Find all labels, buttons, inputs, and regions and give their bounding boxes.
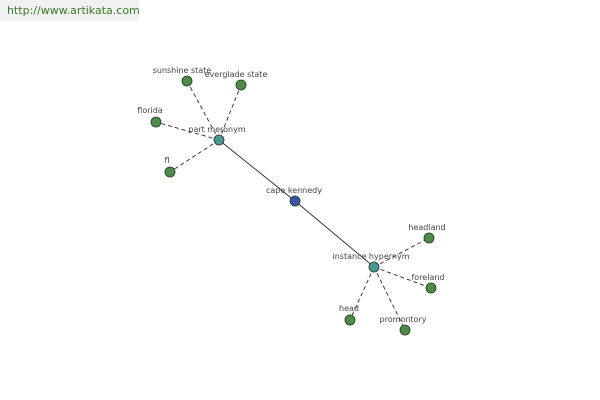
node-everglade-state[interactable] [235,79,247,91]
edge-fl [169,139,220,173]
label-instance-hypernym: instance hypernym [333,252,410,261]
edge-headland [373,237,430,268]
node-fl[interactable] [164,166,176,178]
node-instance-hypernym[interactable] [368,261,380,273]
label-head: head [339,304,359,313]
node-promontory[interactable] [399,324,411,336]
edge-center-instance-hypernym [294,200,375,268]
node-head[interactable] [344,314,356,326]
source-url[interactable]: http://www.artikata.com [0,0,139,21]
label-center: cape kennedy [266,186,322,195]
node-sunshine-state[interactable] [181,75,193,87]
node-center[interactable] [289,195,301,207]
label-foreland: foreland [411,273,444,282]
label-everglade-state: everglade state [205,70,268,79]
node-florida[interactable] [150,116,162,128]
edge-florida [155,121,220,141]
edge-everglade-state [218,84,242,141]
edge-center-part-meronym [218,139,296,202]
node-part-meronym[interactable] [213,134,225,146]
label-part-meronym: part meronym [188,125,245,134]
label-headland: headland [408,223,445,232]
label-fl: fl [164,156,169,165]
label-promontory: promontory [380,315,427,324]
node-headland[interactable] [423,232,435,244]
label-sunshine-state: sunshine state [153,66,212,75]
edge-foreland [373,266,432,289]
edge-head [349,266,375,321]
edge-promontory [373,266,406,331]
node-foreland[interactable] [425,282,437,294]
label-florida: florida [137,106,163,115]
